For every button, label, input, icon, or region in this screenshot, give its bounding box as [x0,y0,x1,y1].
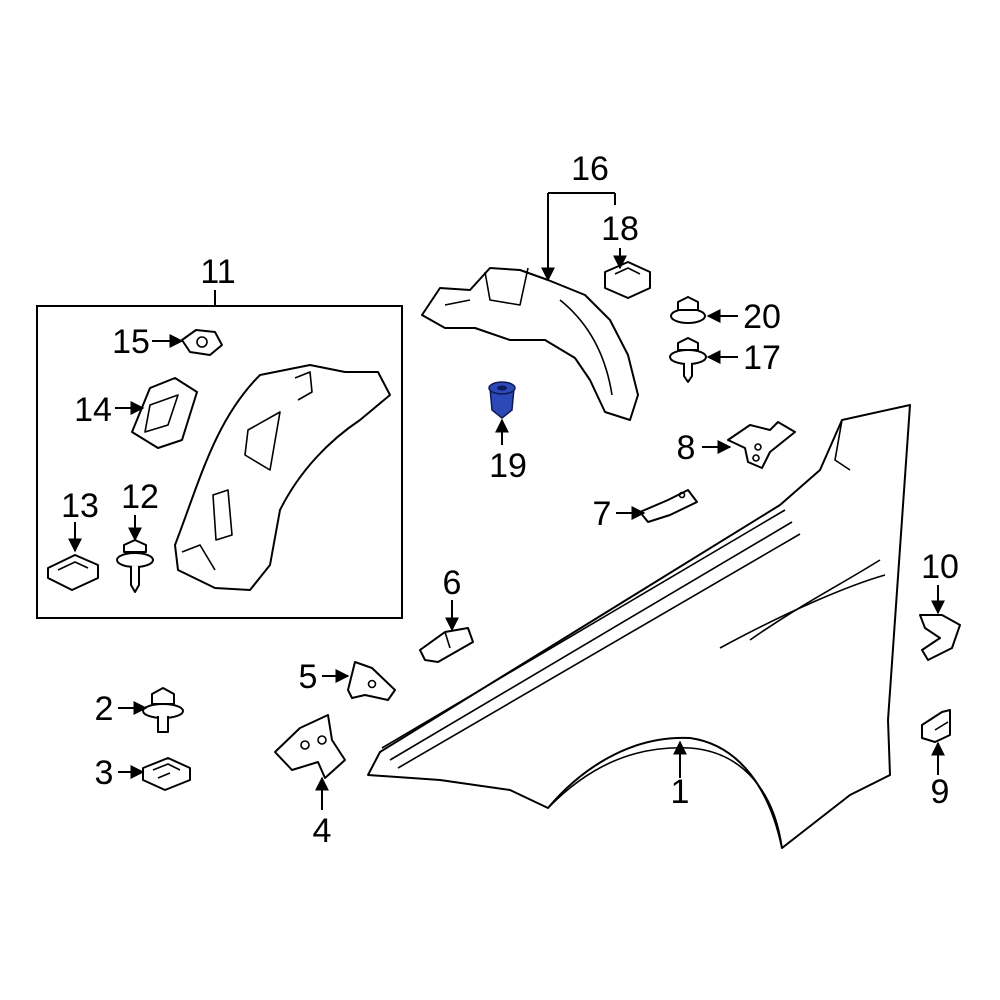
callout-13: 13 [61,487,99,525]
part-2-bolt[interactable] [142,687,184,733]
callout-14: 14 [74,391,112,429]
callout-2: 2 [95,690,114,728]
callout-16: 16 [571,150,609,188]
part-15-grommet[interactable] [181,329,223,356]
callout-7: 7 [593,495,612,533]
part-6-bracket[interactable] [419,627,474,663]
callout-9: 9 [931,773,950,811]
callout-11: 11 [200,253,235,291]
part-14-pad[interactable] [131,377,198,449]
part-9-bracket[interactable] [921,709,951,743]
callout-15: 15 [112,323,150,361]
part-4-bracket[interactable] [274,714,346,779]
part-20-nut[interactable] [670,296,706,324]
callout-4: 4 [313,812,332,850]
part-19-grommet-highlighted[interactable] [488,381,516,419]
leader-lines [68,192,945,810]
callout-5: 5 [299,658,318,696]
part-11-wheelhouse-liner[interactable] [174,364,391,591]
part-3-clip-nut[interactable] [142,757,191,791]
callout-20: 20 [743,298,781,336]
part-8-bracket[interactable] [727,421,796,469]
part-5-bracket[interactable] [347,661,396,701]
callout-3: 3 [95,754,114,792]
callout-6: 6 [443,564,462,602]
part-11-kit-box [36,305,403,619]
part-13-clip-nut[interactable] [47,554,99,591]
part-1-fender[interactable] [367,404,911,849]
part-16-upper-liner[interactable] [421,267,639,421]
callout-1: 1 [671,773,690,811]
callout-17: 17 [743,339,781,377]
callout-10: 10 [921,548,959,586]
part-10-bracket[interactable] [919,614,961,661]
part-7-bracket[interactable] [639,489,698,523]
callout-labels: 1 2 3 4 5 6 7 8 9 10 11 12 13 14 15 16 1… [61,150,959,850]
callout-19: 19 [489,447,527,485]
part-12-screw[interactable] [116,539,154,593]
callout-18: 18 [601,210,639,248]
part-18-clip[interactable] [604,261,651,299]
callout-8: 8 [677,429,696,467]
callout-12: 12 [121,478,159,516]
part-17-screw[interactable] [669,337,707,383]
